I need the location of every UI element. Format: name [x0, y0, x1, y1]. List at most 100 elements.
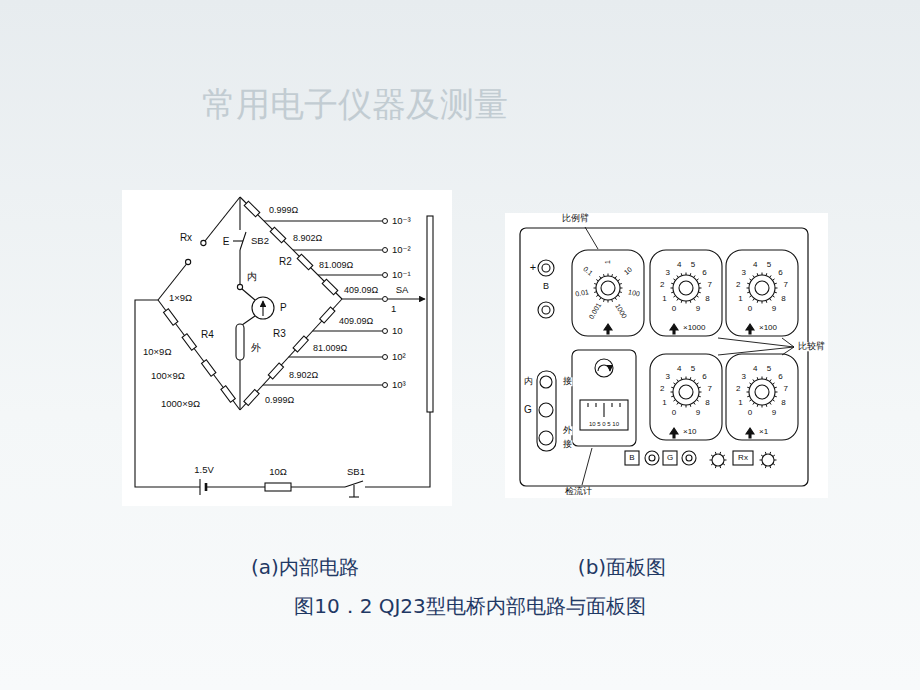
knob-teeth: [673, 296, 675, 297]
knob-teeth: [753, 379, 754, 381]
knob-teeth: [747, 292, 749, 294]
terminal-post: [625, 451, 639, 465]
ratio-terminal-label: 10⁻¹: [391, 270, 412, 280]
knob-teeth: [673, 383, 675, 384]
knob-teeth: [747, 283, 749, 285]
knob-teeth: [749, 279, 751, 280]
dial-digit: 1: [661, 295, 667, 303]
panel-outline: [520, 228, 808, 486]
knob-teeth: [603, 274, 605, 276]
terminal-post: [733, 451, 753, 465]
dial-digit: 0: [671, 409, 677, 417]
dial-digit: 4: [752, 365, 758, 373]
galvanometer: [595, 359, 613, 377]
resistance-value: 409.09Ω: [343, 286, 379, 295]
knob-teeth: [698, 292, 700, 294]
dial-housing: [572, 250, 798, 440]
knob-teeth: [673, 400, 675, 401]
arm-label: R3: [272, 329, 287, 340]
knob-teeth: [757, 273, 759, 275]
dial-digit: 2: [735, 281, 741, 289]
dial-digit: 9: [771, 305, 777, 313]
knob-teeth: [671, 288, 674, 289]
terminal-label: 外: [250, 343, 262, 354]
dial-housing: [670, 324, 678, 334]
ratio-terminal: [383, 355, 388, 360]
knob-teeth: [775, 288, 778, 289]
galvanometer: [619, 403, 620, 407]
terminal-post: [538, 302, 554, 318]
rx-terminal: [186, 259, 191, 264]
ratio-terminal-label: 10⁻²: [391, 245, 412, 255]
terminal-post: [539, 403, 553, 417]
knob-teeth: [698, 283, 700, 285]
battery-loop: [365, 412, 430, 487]
ratio-value: 0.01: [574, 288, 591, 298]
knob-teeth: [774, 396, 776, 398]
ratio-terminal-label: 10³: [391, 380, 407, 390]
ratio-terminal-label: 10: [391, 326, 404, 336]
bridge-wire: [289, 356, 382, 357]
leader-line: [718, 347, 794, 355]
ratio-terminal: [383, 383, 388, 388]
resistor-symbol: [182, 334, 196, 350]
dial-digit: 2: [735, 385, 741, 393]
knob-teeth: [753, 299, 754, 301]
rx-terminal: [201, 240, 206, 245]
dial-digit: 8: [704, 399, 710, 407]
knob-teeth: [603, 299, 605, 301]
multiplier-label: ×100: [758, 324, 778, 332]
dial-housing: [601, 281, 615, 295]
knob-teeth: [766, 273, 768, 275]
leader-line: [718, 338, 794, 347]
knob-teeth: [599, 298, 600, 300]
terminal-post: [538, 260, 554, 276]
knob-teeth: [766, 377, 768, 379]
terminal-post: [537, 260, 774, 466]
dial-digit: 6: [777, 268, 783, 276]
galvanometer-branch: [236, 324, 244, 360]
dial-digit: 8: [780, 295, 786, 303]
galvanometer: [587, 403, 588, 407]
galvanometer-branch: [237, 284, 242, 289]
terminal-label: 接: [562, 440, 573, 449]
source-label: 1.5V: [193, 465, 215, 475]
knob-teeth: [677, 403, 678, 405]
dial-housing: [650, 354, 722, 440]
knob-teeth: [697, 296, 699, 297]
dial-digit: 7: [707, 281, 713, 289]
figure-caption: 图10．2 QJ23型电桥内部电路与面板图: [294, 596, 646, 617]
leader-line: [585, 227, 598, 249]
dial-housing: [726, 354, 798, 440]
dial-housing: [755, 281, 769, 295]
galvanometer: [603, 403, 604, 417]
knob-teeth: [671, 387, 673, 389]
battery-loop: [349, 496, 359, 497]
resistance-value: 409.09Ω: [338, 317, 374, 326]
panel-ground: [505, 213, 828, 498]
galvanometer-branch: [242, 289, 255, 300]
knob-teeth: [594, 288, 597, 289]
knob-teeth: [775, 392, 778, 393]
terminal-post: [539, 431, 553, 445]
dial-digit: 3: [740, 372, 746, 380]
knob-teeth: [686, 273, 687, 276]
ratio-terminal: [383, 329, 388, 334]
dial-digit: 0: [747, 409, 753, 417]
dial-housing: [746, 428, 754, 438]
dial-digit: 2: [659, 385, 665, 393]
knob-teeth: [749, 383, 751, 384]
battery-loop: [353, 485, 354, 497]
ratio-terminal: [383, 273, 388, 278]
knob-teeth: [594, 283, 596, 285]
ratio-value: 10: [622, 265, 634, 277]
knob-teeth: [749, 296, 751, 297]
knob-teeth: [753, 275, 754, 277]
bridge-wire: [313, 330, 382, 331]
dial-housing: [596, 276, 620, 300]
sa-switch: [388, 216, 433, 412]
galvanometer-branch: [242, 316, 255, 325]
dial-digit: 3: [664, 268, 670, 276]
terminal-post: [537, 371, 556, 451]
terminal-post: [540, 376, 552, 388]
